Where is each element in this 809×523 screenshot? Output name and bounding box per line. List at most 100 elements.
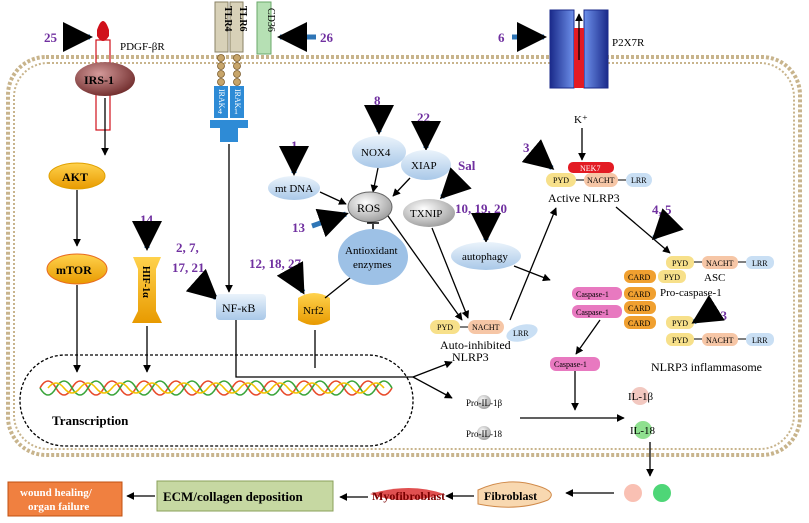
number-25: 25 <box>44 30 58 45</box>
tlr4-label: TLR4 <box>222 6 233 32</box>
number-12-18-27: 12, 18, 27 <box>249 256 302 271</box>
cd36-bar <box>256 1 272 55</box>
blue-arrow-4-5 <box>651 208 684 241</box>
blue-arrow-23 <box>691 294 725 325</box>
txnip-node <box>403 199 455 227</box>
active-nacht-label: NACHT <box>587 176 615 185</box>
nlrp3-inflammasome-label: NLRP3 inflammasome <box>651 360 762 374</box>
arrow-autoinh-to-active <box>509 207 557 321</box>
line-nfkb-down <box>235 320 413 378</box>
pro-il1b-dot <box>477 395 491 409</box>
casp-card-1 <box>624 287 656 300</box>
arrow-txnip-to-autoinh <box>431 227 470 319</box>
nlrp3-nacht-bottom <box>702 333 738 346</box>
xiap-label: XIAP <box>411 160 437 172</box>
myofibroblast-shape <box>370 488 444 500</box>
wound-label-1: wound healing/ <box>20 487 93 499</box>
il1b-dot <box>631 387 649 405</box>
number-sal: Sal <box>458 158 476 173</box>
transcription-label: Transcription <box>52 413 129 428</box>
secreted-il1b <box>624 484 642 502</box>
nucleus <box>19 354 414 447</box>
fibroblast-label: Fibroblast <box>484 489 537 503</box>
pdgf-receptor-label: PDGF-βR <box>120 41 165 53</box>
asc-card-1-label: CARD <box>628 273 650 282</box>
il18-dot <box>634 421 652 439</box>
active-lrr <box>626 173 652 187</box>
blue-arrow-3 <box>521 139 555 170</box>
hif1a-label: HIF-1α <box>140 266 151 298</box>
number-4-5: 4, 5 <box>652 202 672 217</box>
tlr6-label: TLR6 <box>237 6 248 32</box>
asc-pyd-top-label: PYD <box>672 259 688 268</box>
nlrp3-pyd-bottom-label: PYD <box>672 336 688 345</box>
arrow-mtdna-to-ros <box>319 191 347 205</box>
arrow-inflammasome-to-casp1 <box>575 319 601 355</box>
casp-box-1-label: Caspase-1 <box>576 290 609 299</box>
cell-membrane-outer <box>6 55 802 457</box>
active-pyd-label: PYD <box>553 176 569 185</box>
autoinh-pyd-label: PYD <box>437 323 453 332</box>
arrow-nox4-to-ros <box>370 167 379 193</box>
number-13: 13 <box>292 220 306 235</box>
caspase1-node <box>550 357 600 371</box>
autoinh-pyd <box>430 320 460 334</box>
nek7-label: NEK7 <box>580 164 600 173</box>
autoinh-lrr-label: LRR <box>513 329 529 338</box>
akt-node <box>48 162 106 190</box>
cd36-label: CD36 <box>265 8 276 32</box>
ros-label: ROS <box>357 201 380 215</box>
nfkb-label: NF-κB <box>222 301 255 315</box>
nrf2-label: Nrf2 <box>303 305 324 317</box>
autoinh-lrr <box>506 324 538 342</box>
autoinh-nacht <box>468 320 504 334</box>
autoinh-nacht-label: NACHT <box>472 323 500 332</box>
wound-label-2: organ failure <box>28 501 89 513</box>
arrow-nfkb-to-autoinh <box>412 360 453 378</box>
arrow-active-to-inflammasome <box>615 206 671 254</box>
irak1-label-b: 1 <box>234 107 238 116</box>
number-6: 6 <box>498 30 505 45</box>
irak1-label-a: IRAK <box>233 89 242 109</box>
pdgf-ligand-icon <box>97 21 109 41</box>
asc-pyd-2 <box>666 316 694 329</box>
secreted-il18 <box>653 484 671 502</box>
ros-node <box>347 191 393 223</box>
irs1-node <box>75 62 135 96</box>
asc-card-2 <box>624 301 656 314</box>
asc-label: ASC <box>704 272 725 284</box>
dna-helix <box>39 380 393 396</box>
nek7-node <box>568 162 614 173</box>
nox4-label: NOX4 <box>361 147 391 159</box>
nrf2-node <box>298 293 330 325</box>
casp-box-1 <box>572 287 622 300</box>
fibroblast-shape <box>477 481 552 508</box>
akt-label: AKT <box>62 170 88 184</box>
nfkb-node <box>216 294 266 320</box>
mtdna-node <box>268 176 320 200</box>
txnip-label: TXNIP <box>410 208 442 220</box>
arrow-autophagy-to-nlrp3 <box>513 265 551 282</box>
il1b-label: IL-1β <box>628 391 654 403</box>
asc-lrr-top-label: LRR <box>752 259 768 268</box>
p2x7r-label: P2X7R <box>612 37 645 49</box>
tlr-transmembrane-beads <box>217 54 241 86</box>
asc-pyd-2-label: PYD <box>672 319 688 328</box>
il18-label: IL-18 <box>630 425 656 437</box>
autophagy-label: autophagy <box>462 251 508 263</box>
irak-base <box>210 120 248 142</box>
inhibit-antiox-ros <box>367 222 379 229</box>
mtor-node <box>46 253 108 285</box>
irak4-bar <box>214 86 228 118</box>
asc-pyd-1-label: PYD <box>664 273 680 282</box>
asc-nacht-top-label: NACHT <box>706 259 734 268</box>
asc-lrr-top <box>746 256 774 269</box>
myofibroblast-label: Myofibroblast <box>372 489 445 503</box>
number-17-21: 17, 21 <box>172 260 205 275</box>
nlrp3-nacht-bottom-label: NACHT <box>706 336 734 345</box>
nox4-node <box>352 136 406 168</box>
asc-card-2-label: CARD <box>628 304 650 313</box>
asc-card-1 <box>624 270 656 283</box>
number-22: 22 <box>417 110 430 125</box>
ecm-label: ECM/collagen deposition <box>163 489 304 504</box>
